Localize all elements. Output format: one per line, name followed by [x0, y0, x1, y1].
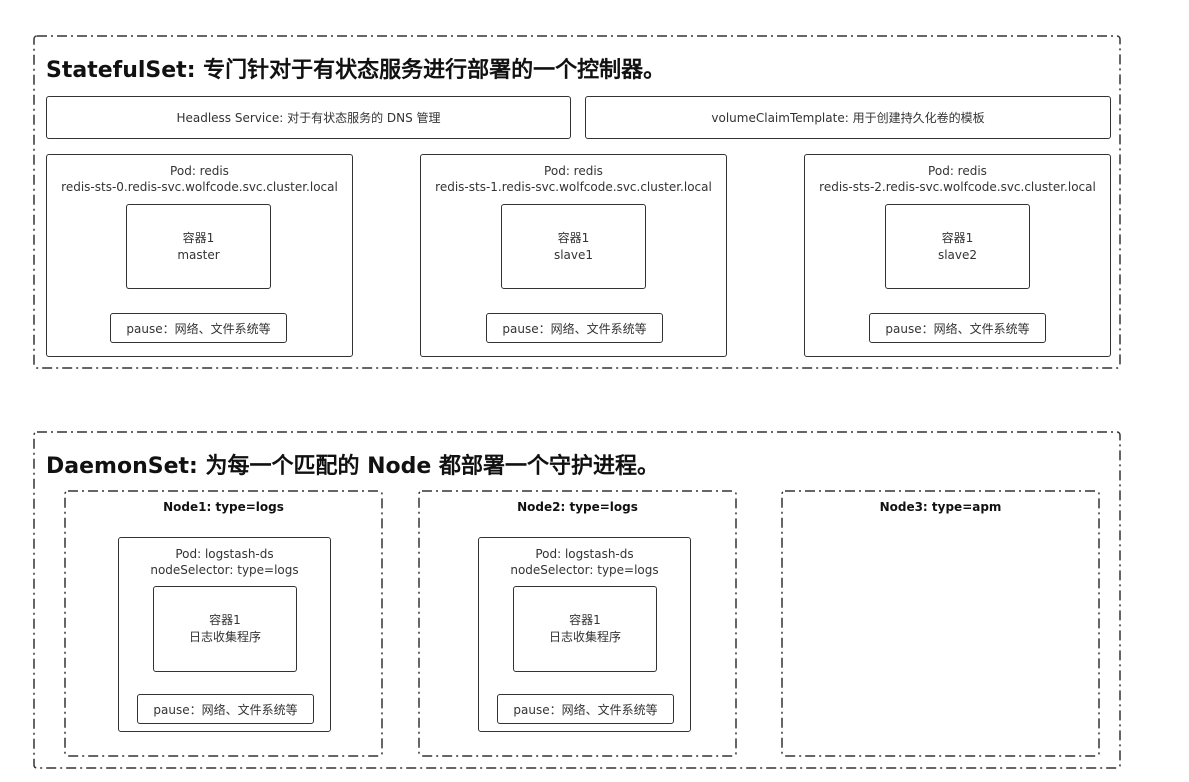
container-log-collector: 容器1 日志收集程序 — [513, 586, 657, 672]
pod-name: Pod: redis — [170, 164, 229, 178]
node3-frame — [781, 490, 1100, 757]
container-program: 日志收集程序 — [188, 630, 261, 644]
container-role: slave1 — [553, 247, 594, 262]
pause-container: pause：网络、文件系统等 — [486, 313, 663, 343]
headless-service-box: Headless Service: 对于有状态服务的 DNS 管理 — [46, 96, 571, 139]
volume-claim-template-label: volumeClaimTemplate: 用于创建持久化卷的模板 — [711, 110, 985, 125]
container-label: 容器1 — [182, 230, 215, 245]
statefulset-title: StatefulSet: 专门针对于有状态服务进行部署的一个控制器。 — [46, 58, 666, 83]
pod-host: redis-sts-1.redis-svc.wolfcode.svc.clust… — [435, 180, 712, 194]
pause-container: pause：网络、文件系统等 — [869, 313, 1046, 343]
pause-container: pause：网络、文件系统等 — [497, 694, 674, 724]
pod-name: Pod: logstash-ds — [175, 547, 274, 561]
pod-name: Pod: redis — [544, 164, 603, 178]
pod-node-selector: nodeSelector: type=logs — [150, 563, 299, 577]
node3-title: Node3: type=apm — [879, 500, 1002, 514]
node1-title: Node1: type=logs — [163, 500, 284, 514]
container-label: 容器1 — [941, 230, 974, 245]
headless-service-label: Headless Service: 对于有状态服务的 DNS 管理 — [176, 110, 441, 125]
pause-container: pause：网络、文件系统等 — [110, 313, 287, 343]
container-slave2: 容器1 slave2 — [885, 204, 1030, 289]
pod-node-selector: nodeSelector: type=logs — [510, 563, 659, 577]
container-slave1: 容器1 slave1 — [501, 204, 646, 289]
pod-name: Pod: logstash-ds — [535, 547, 634, 561]
pod-host: redis-sts-2.redis-svc.wolfcode.svc.clust… — [819, 180, 1096, 194]
container-label: 容器1 — [557, 230, 590, 245]
pod-name: Pod: redis — [928, 164, 987, 178]
pause-container: pause：网络、文件系统等 — [137, 694, 314, 724]
container-role: slave2 — [937, 247, 978, 262]
container-label: 容器1 — [569, 613, 601, 627]
container-role: master — [177, 247, 220, 262]
volume-claim-template-box: volumeClaimTemplate: 用于创建持久化卷的模板 — [585, 96, 1111, 139]
daemonset-title: DaemonSet: 为每一个匹配的 Node 都部署一个守护进程。 — [46, 454, 659, 479]
container-log-collector: 容器1 日志收集程序 — [153, 586, 297, 672]
container-master: 容器1 master — [126, 204, 271, 289]
container-label: 容器1 — [209, 613, 241, 627]
pod-host: redis-sts-0.redis-svc.wolfcode.svc.clust… — [61, 180, 338, 194]
container-program: 日志收集程序 — [548, 630, 621, 644]
node2-title: Node2: type=logs — [517, 500, 638, 514]
